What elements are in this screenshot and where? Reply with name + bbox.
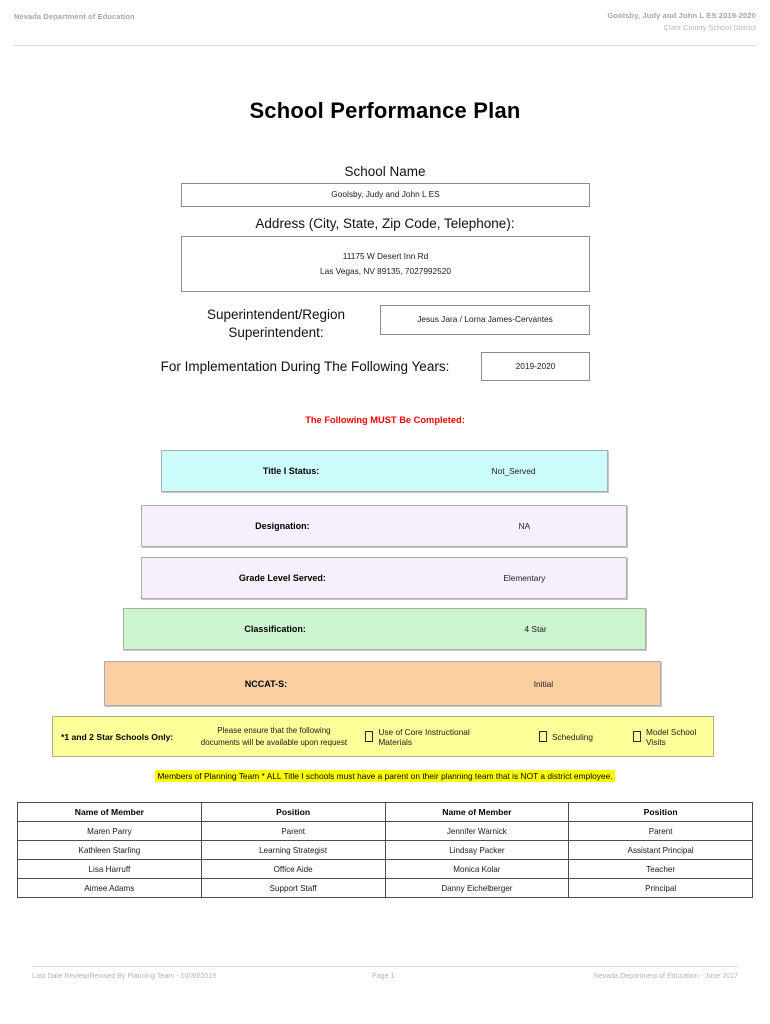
page-header: Nevada Department of Education Goolsby, … [0, 0, 770, 48]
classification-value: 4 Star [524, 624, 547, 634]
page-footer: Last Date Review/Revised By Planning Tea… [32, 972, 738, 988]
member-position[interactable]: Teacher [568, 859, 753, 879]
title-i-status-value: Not_Served [491, 466, 536, 476]
checkbox-icon[interactable] [365, 731, 374, 742]
star-schools-note-line-2: documents will be available upon request [200, 737, 348, 747]
address-field[interactable]: 11175 W Desert Inn Rd Las Vegas, NV 8913… [181, 236, 590, 292]
school-name-field[interactable]: Goolsby, Judy and John L ES [181, 183, 590, 207]
header-agency-name: Nevada Department of Education [14, 12, 135, 21]
grade-level-served-value: Elementary [503, 573, 546, 583]
implementation-years-value: 2019-2020 [515, 360, 556, 371]
checkbox-model-school-visits-label: Model School Visits [646, 726, 697, 747]
checkbox-icon[interactable] [633, 731, 642, 742]
table-row: Lisa Harruff Office Aide Monica Kolar Te… [17, 859, 753, 879]
address-label: Address (City, State, Zip Code, Telephon… [255, 216, 515, 231]
star-schools-title: *1 and 2 Star Schools Only: [61, 731, 174, 742]
implementation-years-label: For Implementation During The Following … [160, 359, 450, 374]
star-schools-requirements-bar: *1 and 2 Star Schools Only: Please ensur… [52, 716, 714, 757]
table-row: Maren Parry Parent Jennifer Warnick Pare… [17, 821, 753, 841]
checkbox-scheduling-label: Scheduling [551, 731, 594, 742]
checkbox-scheduling[interactable]: Scheduling [538, 731, 594, 742]
nccat-s-value: Initial [533, 678, 554, 689]
member-name[interactable]: Jennifer Warnick [384, 821, 570, 841]
column-header-position-1: Position [200, 802, 386, 822]
header-divider [14, 45, 756, 46]
star-schools-note-line-1: Please ensure that the following [217, 725, 331, 735]
grade-level-served-bar[interactable]: Grade Level Served: Elementary [141, 557, 627, 599]
table-row: Kathleen Starling Learning Strategist Li… [17, 840, 753, 860]
member-name[interactable]: Kathleen Starling [17, 840, 202, 860]
header-school-year: Goolsby, Judy and John L ES 2019-2020 [607, 11, 756, 20]
superintendent-label-line-2: Superintendent: [228, 325, 324, 341]
table-row: Aimee Adams Support Staff Danny Eichelbe… [17, 878, 753, 898]
member-position[interactable]: Principal [568, 878, 753, 898]
checkbox-model-school-visits[interactable]: Model School Visits [633, 727, 713, 747]
title-i-status-label: Title I Status: [262, 466, 320, 476]
implementation-years-field[interactable]: 2019-2020 [481, 352, 590, 381]
superintendent-label-line-1: Superintendent/Region [206, 307, 346, 322]
member-name[interactable]: Lisa Harruff [17, 859, 202, 879]
designation-label: Designation: [255, 521, 310, 531]
page-title: School Performance Plan [249, 98, 521, 123]
grade-level-served-label: Grade Level Served: [238, 573, 326, 583]
address-value: 11175 W Desert Inn Rd Las Vegas, NV 8913… [182, 249, 589, 280]
school-name-value: Goolsby, Judy and John L ES [331, 189, 440, 200]
superintendent-field[interactable]: Jesus Jara / Lorna James-Cervantes [380, 305, 590, 335]
designation-value: NA [518, 521, 531, 531]
superintendent-label: Superintendent/Region Superintendent: [172, 306, 380, 342]
nccat-s-label: NCCAT-S: [244, 678, 288, 689]
header-district: Clark County School District [663, 23, 756, 32]
star-schools-note: Please ensure that the following documen… [190, 725, 357, 749]
footer-page-number: Page 1 [372, 972, 395, 980]
member-name[interactable]: Aimee Adams [17, 878, 202, 898]
column-header-name-2: Name of Member [384, 802, 570, 822]
checkbox-core-instructional-materials-label: Use of Core Instructional Materials [378, 726, 470, 747]
title-i-status-bar[interactable]: Title I Status: Not_Served [161, 450, 608, 492]
member-position[interactable]: Parent [568, 821, 753, 841]
classification-label: Classification: [244, 624, 306, 634]
member-position[interactable]: Support Staff [200, 878, 386, 898]
member-position[interactable]: Parent [200, 821, 386, 841]
address-line-2: Las Vegas, NV 89135, 7027992520 [319, 266, 452, 276]
planning-team-table: Name of Member Position Name of Member P… [17, 802, 753, 898]
planning-team-note: Members of Planning Team * ALL Title I s… [0, 766, 770, 784]
table-header-row: Name of Member Position Name of Member P… [17, 802, 753, 822]
member-name[interactable]: Monica Kolar [384, 859, 570, 879]
member-name[interactable]: Lindsay Packer [384, 840, 570, 860]
superintendent-value: Jesus Jara / Lorna James-Cervantes [417, 314, 553, 325]
column-header-name-1: Name of Member [17, 802, 202, 822]
address-line-1: 11175 W Desert Inn Rd [342, 250, 429, 261]
nccat-s-bar[interactable]: NCCAT-S: Initial [104, 661, 661, 706]
must-complete-notice: The Following MUST Be Completed: [305, 415, 465, 425]
school-name-label: School Name [344, 164, 426, 179]
checkbox-core-instructional-materials[interactable]: Use of Core Instructional Materials [365, 727, 497, 747]
planning-team-note-text: Members of Planning Team * ALL Title I s… [155, 770, 615, 782]
member-position[interactable]: Office Aide [200, 859, 386, 879]
column-header-position-2: Position [568, 802, 753, 822]
footer-source: Nevada Department of Education - June 20… [593, 972, 738, 980]
designation-bar[interactable]: Designation: NA [141, 505, 627, 547]
header-school-info: Goolsby, Judy and John L ES 2019-2020 Cl… [607, 11, 756, 32]
member-name[interactable]: Maren Parry [17, 821, 202, 841]
footer-revision-date: Last Date Review/Revised By Planning Tea… [32, 972, 217, 980]
member-position[interactable]: Assistant Principal [568, 840, 753, 860]
member-position[interactable]: Learning Strategist [200, 840, 386, 860]
footer-divider [32, 966, 738, 967]
checkbox-icon[interactable] [538, 731, 547, 742]
member-name[interactable]: Danny Eichelberger [384, 878, 570, 898]
classification-bar[interactable]: Classification: 4 Star [123, 608, 646, 650]
